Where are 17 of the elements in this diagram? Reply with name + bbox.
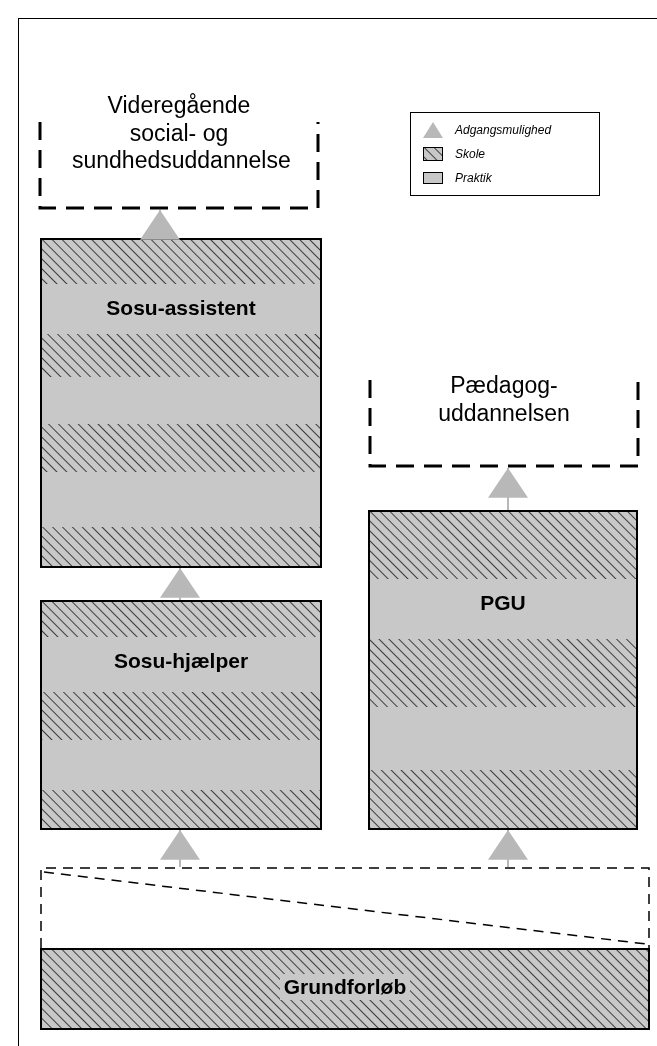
access-arrow (488, 467, 528, 511)
box-label: Pædagog-uddannelsen (437, 372, 571, 428)
legend-label: Praktik (455, 170, 492, 187)
box-label: Grundforløb (279, 973, 411, 1001)
box-label: Videregående social- og sundhedsuddannelse (71, 92, 292, 175)
legend-label: Skole (455, 146, 486, 163)
dashed-wedge-box (40, 867, 650, 948)
outcome-box (38, 92, 320, 210)
box-label: Sosu-hjælper (112, 647, 250, 674)
access-arrow (488, 829, 528, 868)
access-arrow (160, 829, 200, 868)
legend-label: Adgangsmulighed (455, 122, 552, 139)
box-label: PGU (479, 589, 527, 616)
access-arrow (140, 209, 180, 240)
outcome-box (368, 372, 640, 468)
access-arrow (160, 567, 200, 601)
box-label: Sosu-assistent (105, 294, 257, 321)
